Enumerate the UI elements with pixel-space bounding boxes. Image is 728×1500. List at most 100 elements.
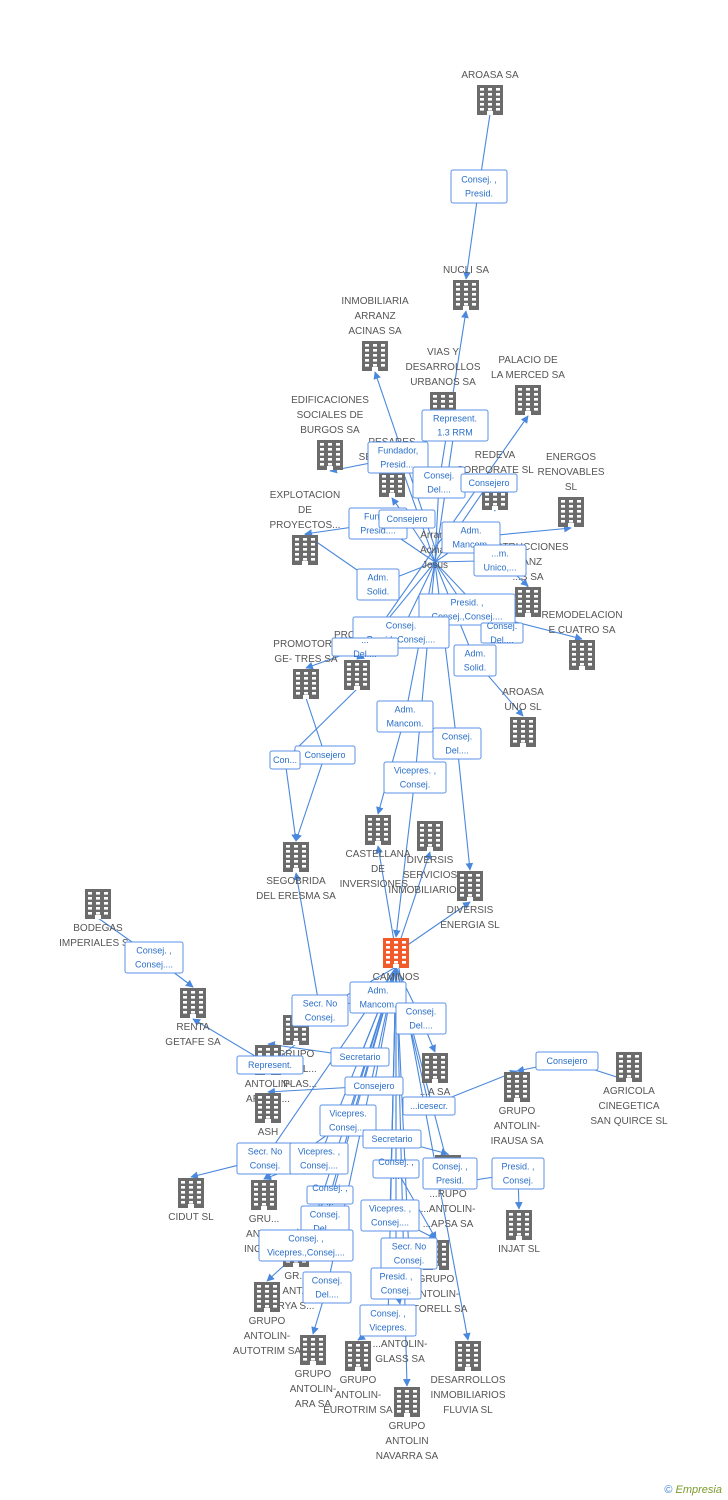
building-icon-diversis_energia[interactable] [457, 871, 483, 901]
edge-label-e_consej_del_3[interactable]: Consej.Del.... [432, 727, 482, 760]
node-label-bodegas: BODEGAS [73, 923, 123, 934]
edge-label-e_represent_2[interactable]: Represent. [236, 1055, 304, 1075]
node-label-arranz_person: Jesus [422, 560, 448, 571]
node-label-segobrida: DEL ERESMA SA [256, 891, 336, 902]
node-label-edificaciones: BURGOS SA [300, 425, 360, 436]
building-icon-aroasa_uno[interactable] [510, 717, 536, 747]
building-icon-inm_arranz[interactable] [362, 341, 388, 371]
edge-label-text: Consejero [468, 478, 509, 488]
building-icon-agricola[interactable] [616, 1052, 642, 1082]
building-icon-edificaciones[interactable] [317, 440, 343, 470]
edge-label-text: Adm. [367, 573, 388, 583]
edge-label-e_vicepres_3[interactable]: Vicepres. ,Consej.... [289, 1142, 349, 1175]
edge-label-e_consejero_3[interactable]: Consejero [294, 745, 356, 765]
edge-label-e_adm_unico[interactable]: ...m.Unico,... [473, 544, 527, 577]
building-icon-desarrollos_fluvia[interactable] [455, 1341, 481, 1371]
building-icon-diversis_serv[interactable] [417, 821, 443, 851]
building-icon-ga_autotrim[interactable] [254, 1282, 280, 1312]
edge-label-e_adm_mancom_3[interactable]: Adm.Mancom. [349, 981, 407, 1014]
edge-label-text: Del.... [313, 1224, 337, 1234]
edge-label-e_presid_consej_3[interactable]: Presid. ,Consej. [370, 1267, 422, 1300]
edge-label-e_consej_7[interactable]: Consej. ,... [306, 1183, 354, 1207]
edge-label-e_consejero_4[interactable]: Consejero [535, 1051, 599, 1071]
edge-label-e_consej_4[interactable]: Consej. ,Consej.... [124, 941, 184, 974]
building-icon-nucli[interactable] [453, 280, 479, 310]
edge-label-e_del_1[interactable]: ...Del.... [331, 635, 399, 659]
edge-label-e_consej_6[interactable]: Consej. ,... [372, 1157, 420, 1181]
edge-label-e_presid_consej_2[interactable]: Presid. ,Consej. [491, 1157, 545, 1190]
edge-label-e_consej_vice[interactable]: Consej. ,Vicepres. [359, 1304, 417, 1337]
edge-label-e_secretario_2[interactable]: Secretario [362, 1129, 422, 1149]
edge-label-text: Vicepres. , [298, 1147, 340, 1157]
building-icon-renta[interactable] [180, 988, 206, 1018]
building-icon-ga_navarra[interactable] [394, 1387, 420, 1417]
focus-company-icon-caminos[interactable] [383, 938, 409, 968]
building-icon-aroasa[interactable] [477, 85, 503, 115]
edge-label-e_consej_del_2[interactable]: Consej.Del.... [480, 621, 524, 645]
edge-label-e_consej_3[interactable]: Con... [269, 750, 301, 770]
building-icon-construcciones[interactable] [515, 587, 541, 617]
node-label-diversis_energia: ENERGIA SL [440, 920, 500, 931]
building-icon-promotora_ge[interactable] [293, 669, 319, 699]
edge-label-e_consej_del_6[interactable]: Consej.Del.... [302, 1271, 352, 1304]
building-icon-ga_sa[interactable] [422, 1053, 448, 1083]
edge-label-e_vicepres_2[interactable]: Vicepres.Consej.... [319, 1104, 377, 1137]
edge-label-e_consejero_5[interactable]: Consejero [344, 1076, 404, 1096]
edge-label-e_consejero_2[interactable]: Consejero [378, 509, 436, 529]
edge-label-e_consej_8[interactable]: Consej. ,Vicepres.,Consej.... [258, 1229, 354, 1262]
building-icon-remodelacion[interactable] [569, 640, 595, 670]
building-icon-promo_pa[interactable] [344, 660, 370, 690]
building-icon-ash[interactable] [255, 1093, 281, 1123]
edge-label-e_consej_del_5[interactable]: Consej.Del.... [300, 1205, 350, 1238]
edge-label-e_adm_solid_1[interactable]: Adm.Solid. [356, 568, 400, 601]
node-label-ga_plas: ...PLAS... [275, 1079, 317, 1090]
node-label-ga_torell: GRUPO [418, 1274, 455, 1285]
edge-label-text: Presid. , [379, 1272, 412, 1282]
edge-label-e_consej_del_1[interactable]: Consej.Del.... [412, 466, 466, 499]
node-label-renta: RENTA [176, 1022, 209, 1033]
building-icon-ga_ara[interactable] [300, 1335, 326, 1365]
edge-label-text: Consej. [503, 1176, 534, 1186]
edge-label-e_consej_del_4[interactable]: Consej.Del.... [395, 1002, 447, 1035]
building-icon-cidut[interactable] [178, 1178, 204, 1208]
building-icon-palacio[interactable] [515, 385, 541, 415]
node-label-ga_rapsa: ...RUPO [429, 1189, 466, 1200]
edge-label-e_vicepres_4[interactable]: Vicepres. ,Consej.... [360, 1199, 420, 1232]
building-icon-segobrida[interactable] [283, 842, 309, 872]
edge-label-text: Represent. [433, 414, 477, 424]
edge-label-e_adm_mancom_2[interactable]: Adm.Mancom. [376, 700, 434, 733]
edge-label-e_consej_5[interactable]: Consej. ,Presid. [422, 1157, 478, 1190]
edge-label-e_vicepres_1[interactable]: Vicepres. ,Consej. [383, 761, 447, 794]
building-icon-bodegas[interactable] [85, 889, 111, 919]
node-label-ga_ara: ANTOLIN- [290, 1384, 337, 1395]
node-label-ga_rya: ANT... [282, 1286, 309, 1297]
node-label-ga_navarra: NAVARRA SA [376, 1451, 439, 1462]
empresia-logo[interactable]: © Empresia [664, 1484, 722, 1496]
building-icon-castellana[interactable] [365, 815, 391, 845]
node-label-explotacion: PROYECTOS... [270, 520, 341, 531]
edge-label-e_adm_solid_2[interactable]: Adm.Solid. [453, 644, 497, 677]
building-icon-ga_ingen[interactable] [251, 1180, 277, 1210]
building-icon-energos[interactable] [558, 497, 584, 527]
edge-label-text: Vicepres. [329, 1109, 366, 1119]
edge-label-e_aroasa_nucli[interactable]: Consej. ,Presid. [450, 169, 508, 204]
edge-label-e_vicesecr[interactable]: ...icesecr. [402, 1096, 456, 1116]
building-icon-explotacion[interactable] [292, 535, 318, 565]
node-label-ga_eurotrim: GRUPO [340, 1375, 377, 1386]
node-label-explotacion: EXPLOTACION [270, 490, 340, 501]
building-icon-ga_irausa[interactable] [504, 1072, 530, 1102]
edge-label-e_fund_1[interactable]: Fundador,Presid.... [367, 441, 429, 474]
edge-label-e_repr_1[interactable]: Represent.1.3 RRM [421, 409, 489, 442]
building-icon-injat[interactable] [506, 1210, 532, 1240]
edge-label-e_consejero_1[interactable]: Consejero [460, 473, 518, 493]
node-label-ga_ingen: GRU... [249, 1214, 280, 1225]
edge-label-e_secretario_1[interactable]: Secretario [330, 1047, 390, 1067]
edge-line-e_consejero_3 [294, 697, 326, 842]
building-icon-ga_eurotrim[interactable] [345, 1341, 371, 1371]
edge-label-text: Consej. , [378, 1157, 414, 1167]
node-label-ga_ara: ARA SA [295, 1399, 331, 1410]
edge-label-text: Mancom. [452, 540, 489, 550]
